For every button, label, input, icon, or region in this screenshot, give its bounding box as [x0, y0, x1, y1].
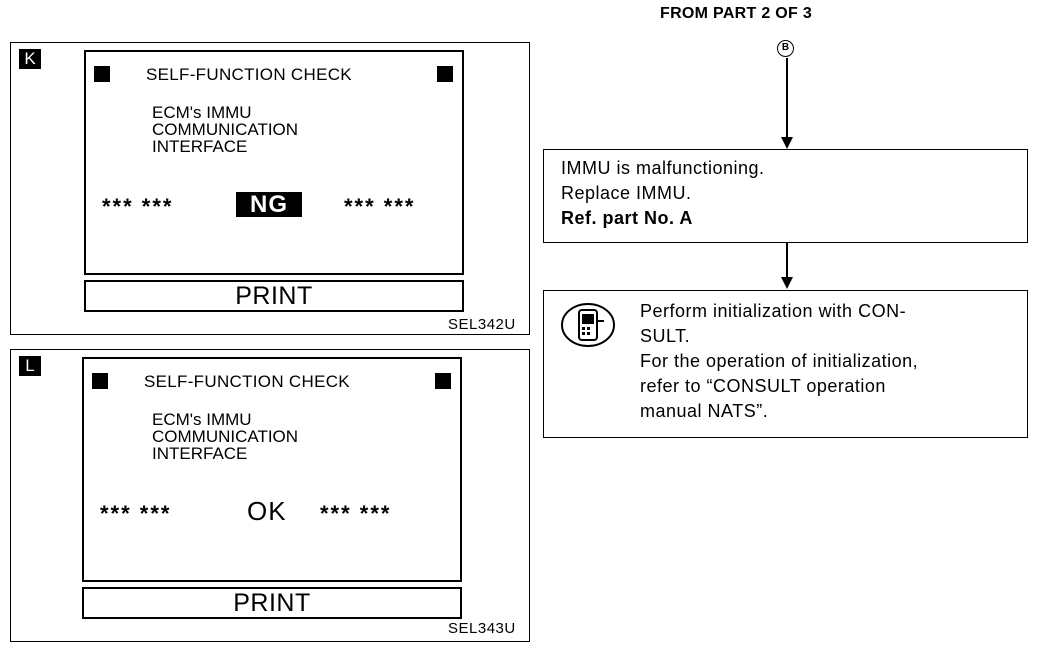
arrow-down-icon	[781, 277, 793, 289]
screen-body-line: ECM's IMMU	[152, 410, 252, 429]
consult-tool-icon	[561, 303, 615, 347]
result-ng-badge: NG	[236, 192, 302, 218]
panel-letter: K	[19, 49, 41, 69]
flow-box-line: Perform initialization with CON-	[640, 301, 907, 321]
screen-title: SELF-FUNCTION CHECK	[146, 65, 352, 84]
part-header: FROM PART 2 OF 3	[660, 5, 813, 22]
flow-box-line: For the operation of initialization,	[640, 351, 919, 371]
flow-box-initialization: Perform initialization with CON- SULT. F…	[543, 290, 1028, 438]
stars-right: *** ***	[320, 501, 392, 526]
screen-panel-l: L SELF-FUNCTION CHECK ECM's IMMU COMMUNI…	[10, 349, 530, 642]
screen-body-line: INTERFACE	[152, 137, 248, 156]
flow-box-line: Replace IMMU.	[561, 183, 692, 203]
stars-left: *** ***	[100, 501, 172, 526]
screen-panel-k: K SELF-FUNCTION CHECK ECM's IMMU COMMUNI…	[10, 42, 530, 335]
flow-box-replace-immu: IMMU is malfunctioning. Replace IMMU. Re…	[543, 149, 1028, 243]
square-marker-icon	[435, 373, 451, 389]
arrow-down-icon	[781, 137, 793, 149]
consult-screen: SELF-FUNCTION CHECK ECM's IMMU COMMUNICA…	[82, 357, 462, 582]
flow-box-line: refer to “CONSULT operation	[640, 376, 886, 396]
flow-box-line: IMMU is malfunctioning.	[561, 158, 765, 178]
ref-part-label: Ref. part No. A	[561, 208, 693, 228]
figure-code: SEL343U	[448, 620, 516, 637]
flow-box-line: SULT.	[640, 326, 691, 346]
result-ok-label: OK	[247, 496, 287, 526]
flow-line-1	[786, 58, 788, 140]
stars-left: *** ***	[102, 194, 174, 219]
stars-right: *** ***	[344, 194, 416, 219]
screen-title: SELF-FUNCTION CHECK	[144, 372, 350, 391]
screen-body-line: COMMUNICATION	[152, 427, 299, 446]
screen-body-line: COMMUNICATION	[152, 120, 299, 139]
square-marker-icon	[92, 373, 108, 389]
panel-letter: L	[19, 356, 41, 376]
screen-body-line: ECM's IMMU	[152, 103, 252, 122]
connector-b-icon: B	[777, 40, 794, 57]
flow-box-line: manual NATS”.	[640, 401, 769, 421]
square-marker-icon	[437, 66, 453, 82]
screen-body-line: INTERFACE	[152, 444, 248, 463]
print-button[interactable]: PRINT	[82, 587, 462, 619]
print-button[interactable]: PRINT	[84, 280, 464, 312]
consult-screen: SELF-FUNCTION CHECK ECM's IMMU COMMUNICA…	[84, 50, 464, 275]
square-marker-icon	[94, 66, 110, 82]
figure-code: SEL342U	[448, 316, 516, 333]
flow-line-2	[786, 243, 788, 279]
